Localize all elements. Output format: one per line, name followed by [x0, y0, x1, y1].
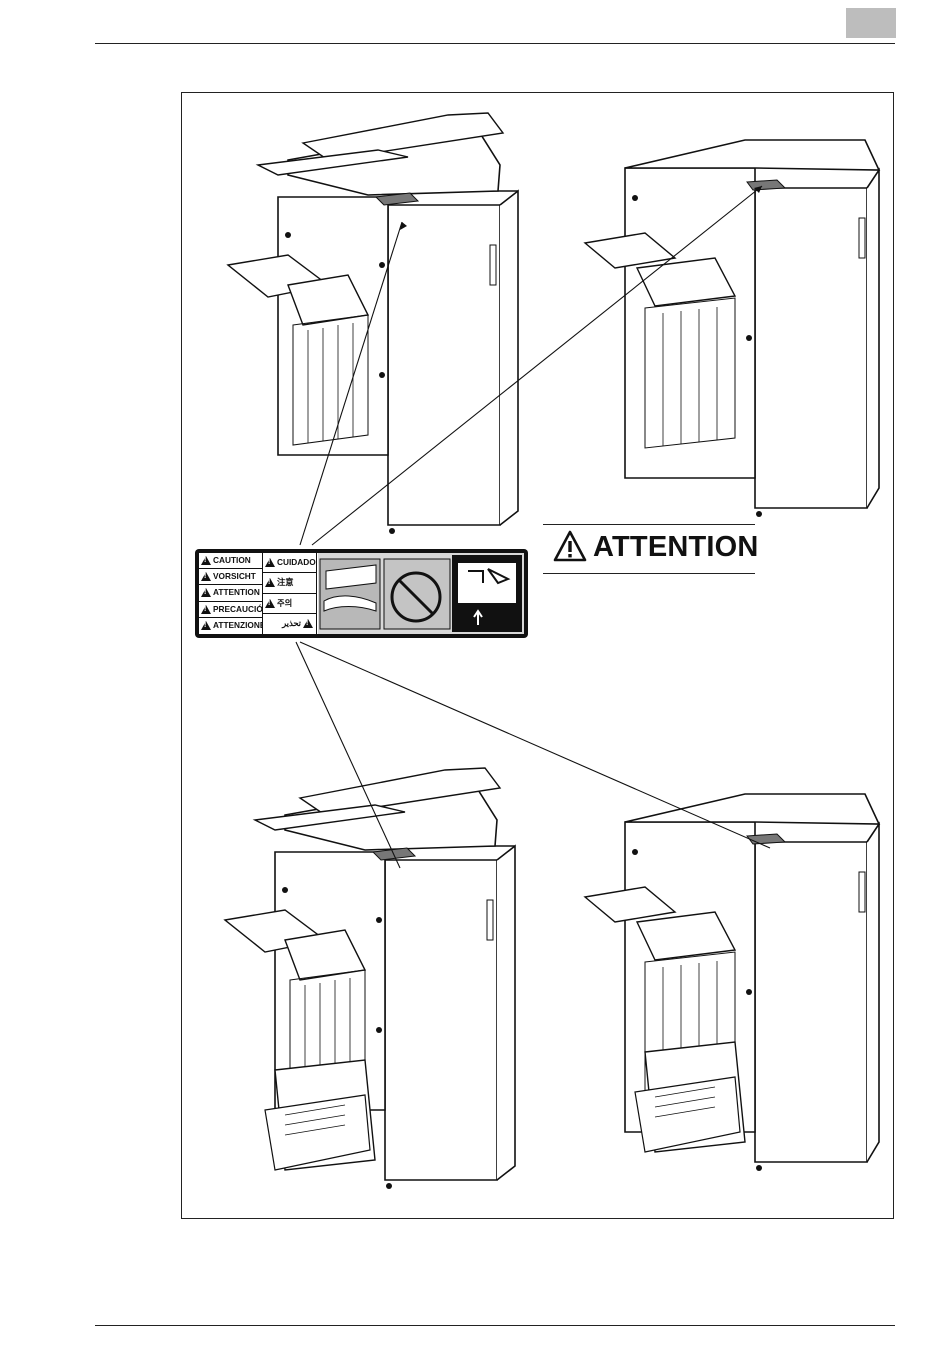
warning-triangle-icon — [201, 621, 211, 630]
warning-language-cell: تحذير — [263, 614, 316, 634]
warning-triangle-icon — [201, 588, 211, 597]
warning-triangle-icon — [201, 572, 211, 581]
warning-triangle-icon — [201, 556, 211, 565]
footer-rule — [95, 1325, 895, 1326]
warning-label: CAUTION VORSICHT ATTENTION PRECAUCIÓN AT… — [195, 549, 528, 638]
warning-language-cell: CUIDADO — [263, 553, 316, 573]
warning-language-cell: ATTENZIONE — [199, 618, 262, 634]
warning-language-cell: VORSICHT — [199, 569, 262, 585]
warning-triangle-icon — [265, 558, 275, 567]
warning-language-column-right: CUIDADO 注意 주의 تحذير — [263, 553, 317, 634]
warning-language-cell: 注意 — [263, 573, 316, 593]
warning-triangle-icon — [265, 578, 275, 587]
warning-language-cell: ATTENTION — [199, 585, 262, 601]
warning-triangle-icon — [201, 605, 211, 614]
warning-language-cell: PRECAUCIÓN — [199, 602, 262, 618]
finisher-illustration-top-right — [585, 140, 879, 517]
warning-language-column-left: CAUTION VORSICHT ATTENTION PRECAUCIÓN AT… — [199, 553, 263, 634]
warning-triangle-icon — [553, 530, 587, 567]
warning-triangle-icon — [303, 619, 313, 628]
warning-label-pictogram — [318, 553, 524, 634]
warning-triangle-icon — [265, 599, 275, 608]
warning-language-cell: CAUTION — [199, 553, 262, 569]
attention-heading: ATTENTION — [543, 524, 755, 574]
finisher-illustration-top-left — [228, 113, 518, 534]
warning-language-cell: 주의 — [263, 594, 316, 614]
attention-title: ATTENTION — [593, 531, 759, 564]
